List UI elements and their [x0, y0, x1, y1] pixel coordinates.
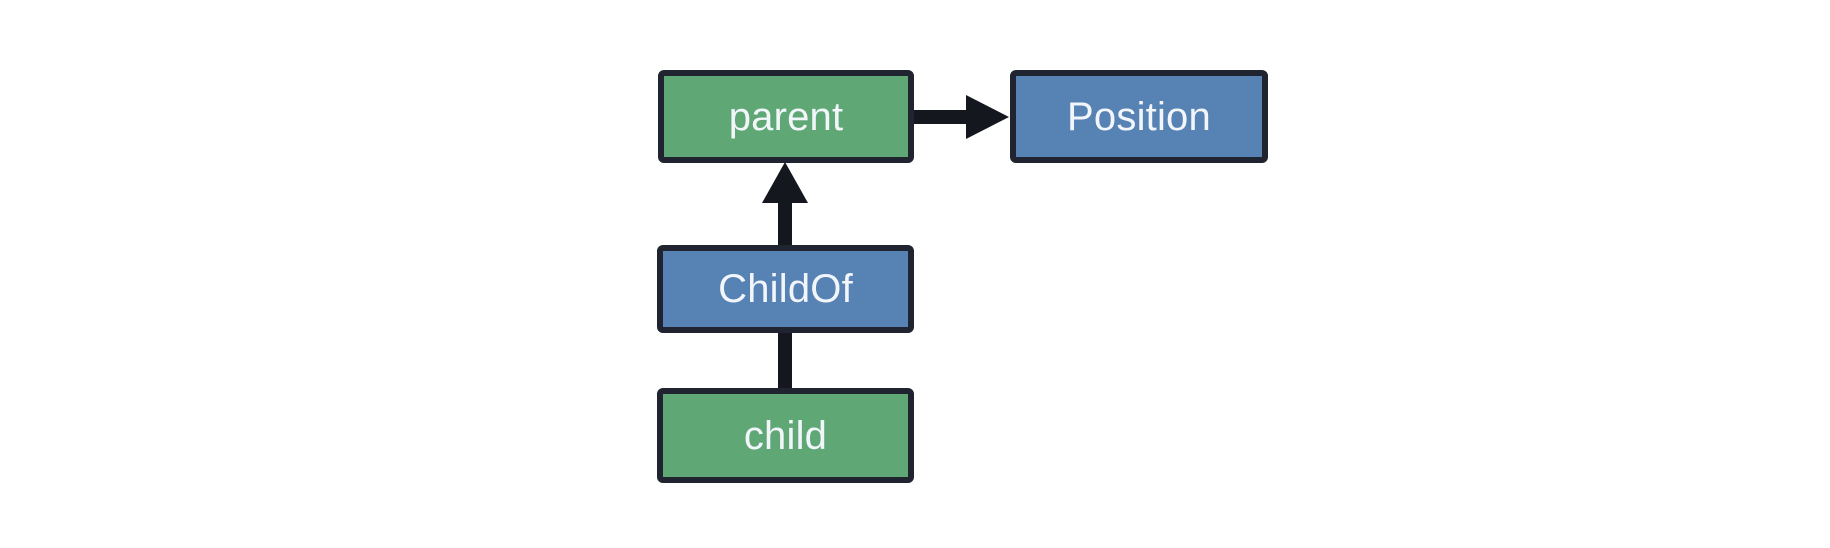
- node-childof[interactable]: ChildOf: [657, 245, 914, 333]
- node-parent[interactable]: parent: [658, 70, 914, 163]
- node-position-label: Position: [1067, 94, 1211, 139]
- node-child-label: child: [743, 413, 828, 458]
- node-child[interactable]: child: [657, 388, 914, 483]
- node-childof-label: ChildOf: [718, 267, 853, 311]
- node-position[interactable]: Position: [1010, 70, 1268, 163]
- edge-childof-to-parent: [762, 162, 808, 246]
- edge-parent-to-position: [914, 95, 1009, 139]
- node-parent-label: parent: [728, 94, 844, 139]
- edge-child-to-childof: [778, 330, 792, 390]
